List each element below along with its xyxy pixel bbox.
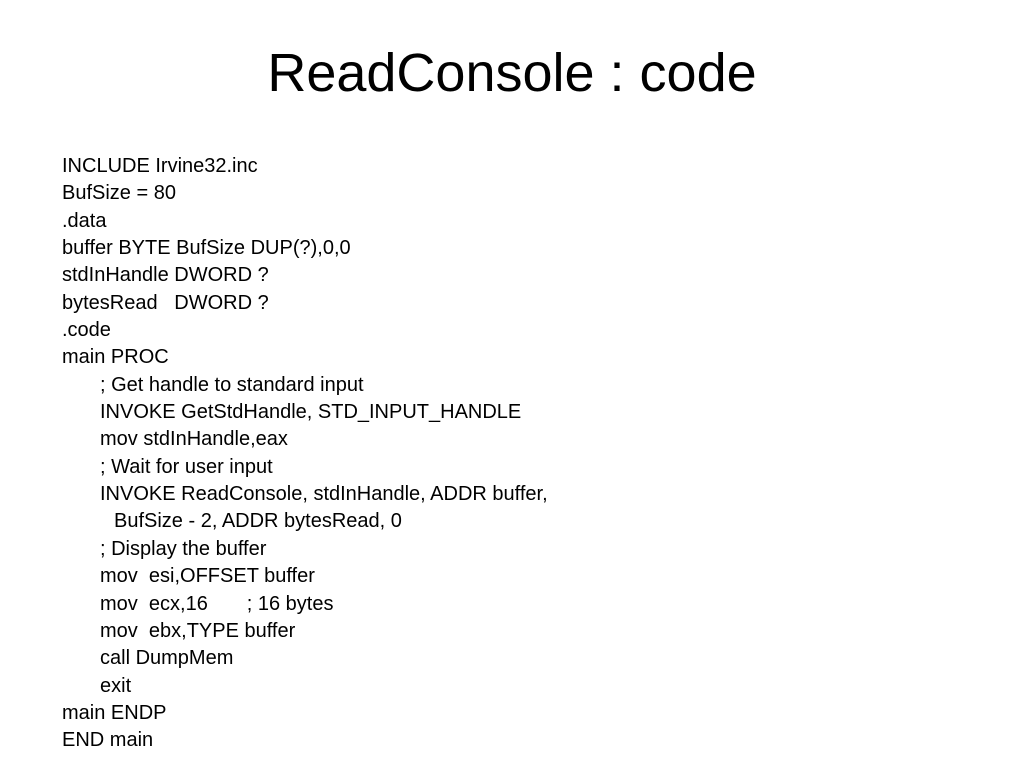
code-line: ; Get handle to standard input: [100, 373, 364, 396]
code-line: INVOKE GetStdHandle, STD_INPUT_HANDLE: [100, 401, 522, 424]
code-line: stdInHandle DWORD ?: [62, 264, 269, 287]
code-line: BufSize - 2, ADDR bytesRead, 0: [114, 510, 402, 533]
code-line: .data: [62, 209, 107, 232]
code-line: .code: [62, 319, 111, 342]
code-line: call DumpMem: [100, 647, 234, 670]
code-line: INVOKE ReadConsole, stdInHandle, ADDR bu…: [100, 483, 548, 506]
code-line: bytesRead DWORD ?: [62, 291, 269, 314]
code-line: INCLUDE Irvine32.inc: [62, 155, 258, 177]
code-line: main PROC: [62, 346, 169, 369]
code-line: END main: [62, 729, 154, 752]
code-line: mov stdInHandle,eax: [100, 428, 288, 451]
code-line: mov ecx,16 ; 16 bytes: [100, 592, 334, 615]
code-line: main ENDP: [62, 701, 167, 724]
code-line: mov esi,OFFSET buffer: [100, 565, 315, 588]
code-line: ; Wait for user input: [100, 455, 273, 478]
code-line: mov ebx,TYPE buffer: [100, 619, 296, 642]
slide-title: ReadConsole : code: [267, 43, 757, 103]
code-line: ; Display the buffer: [100, 537, 267, 560]
code-line: buffer BYTE BufSize DUP(?),0,0: [62, 237, 351, 260]
code-line: BufSize = 80: [62, 182, 176, 205]
code-line: exit: [100, 674, 132, 697]
